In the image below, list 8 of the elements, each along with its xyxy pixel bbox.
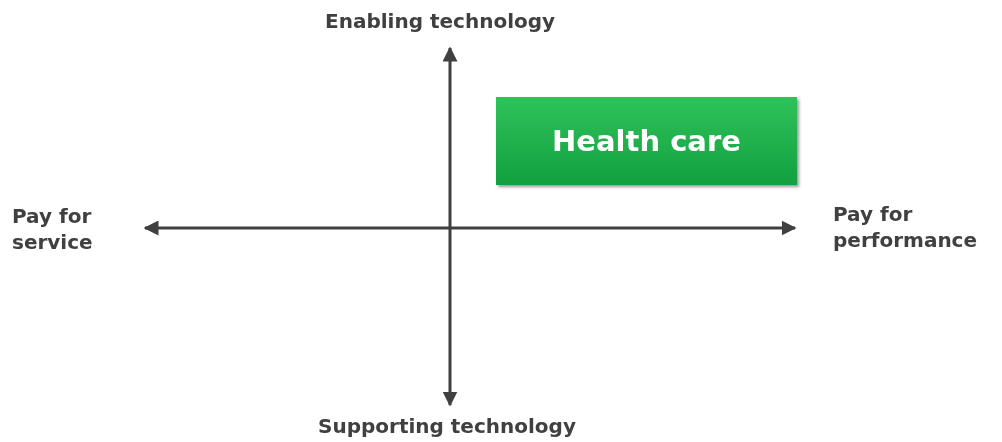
double-arrow — [143, 220, 797, 236]
double-arrow — [442, 46, 458, 407]
axis-label: Enabling technology — [325, 8, 556, 34]
axis-label: Pay for performance — [833, 201, 998, 253]
quadrant-box — [496, 97, 797, 185]
axis-label: Pay for service — [12, 203, 122, 255]
axis-label: Supporting technology — [318, 413, 576, 439]
box-title: Health care — [552, 124, 741, 158]
